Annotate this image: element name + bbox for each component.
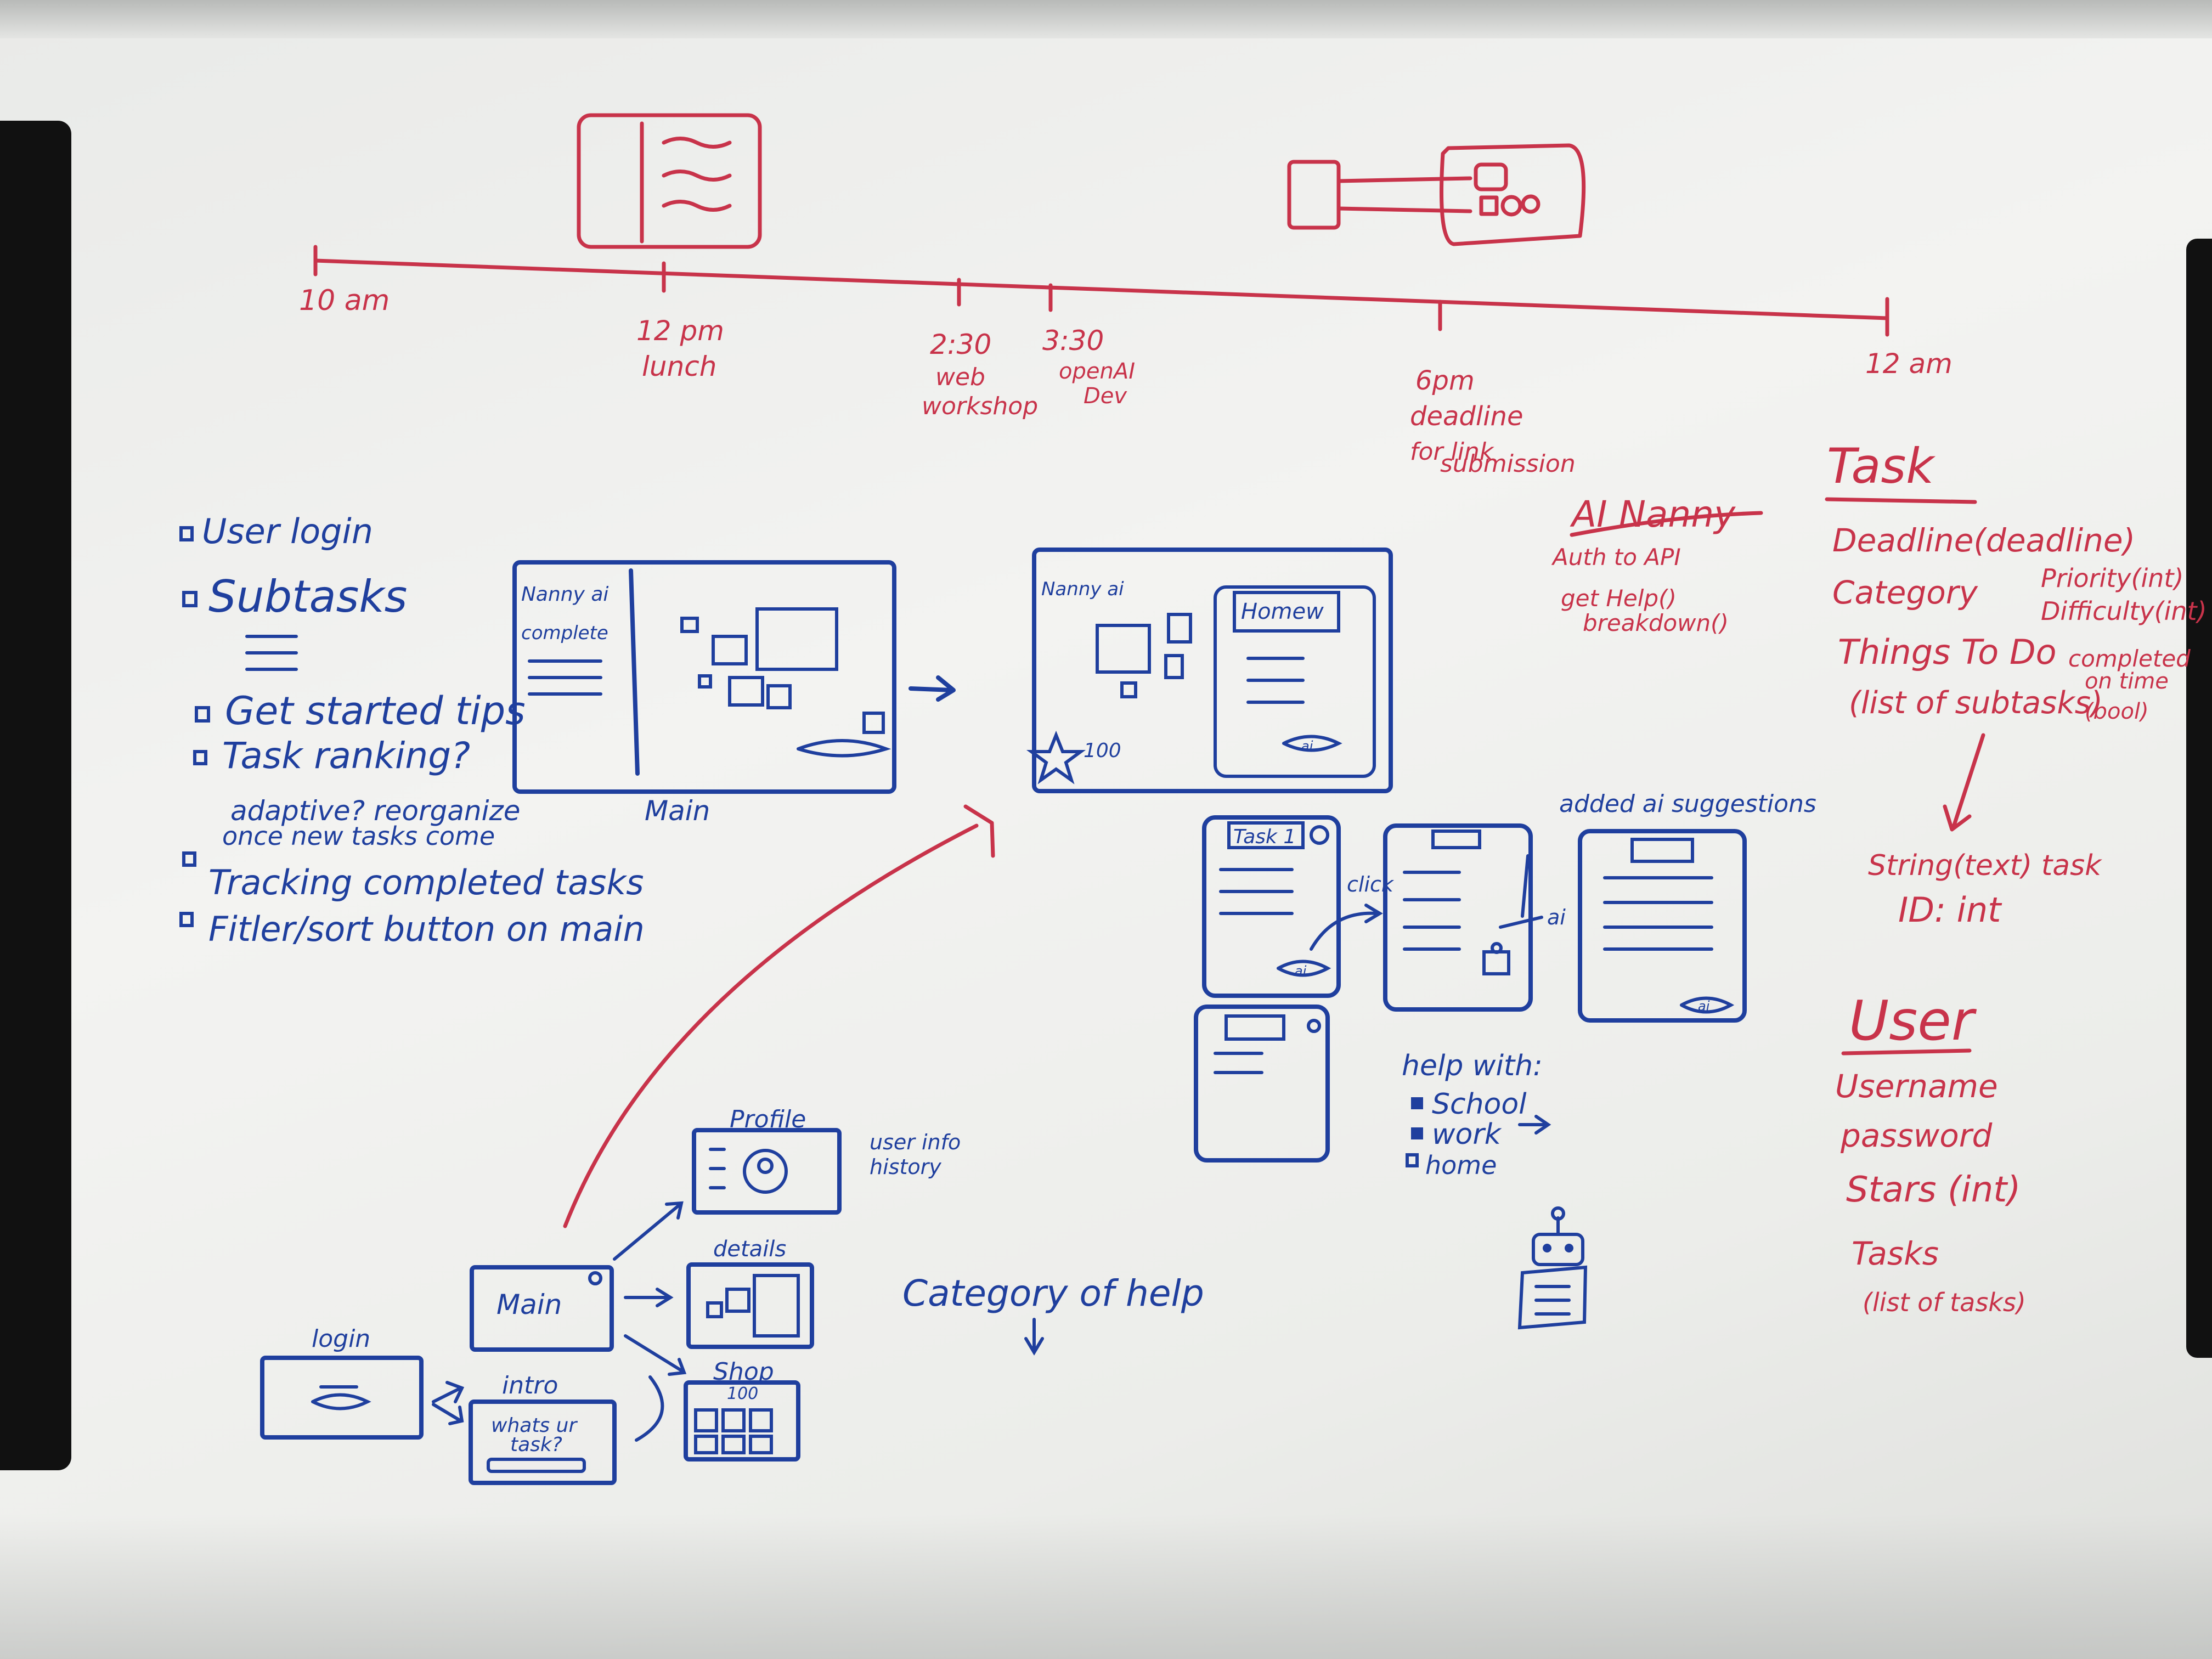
ai-nanny-item-3: breakdown() [1583,610,1729,636]
feature-list: User login Subtasks Get started tips Tas… [179,511,645,949]
flow-intro-label: intro [502,1372,558,1400]
expanded-ai-button: ai [1301,738,1313,754]
user-flow-diagram: login Main intro whats ur task? Profile … [260,1105,961,1485]
task-card-flow: Task 1 ai click ai added ai suggestions … [1194,790,1816,1163]
main-screen-wireframe: Nanny ai complete Main [512,560,896,827]
timeline-lunch-time: 12 pm [636,315,724,347]
expanded-panel-title: Homew [1241,599,1324,624]
task-id-line-2: ID: int [1898,890,2002,930]
help-with-list: help with: School work home [1402,1049,1551,1180]
feature-item-1: User login [202,511,373,551]
timeline-lunch: lunch [642,351,716,382]
task-side-field-3: completed [2068,645,2191,672]
user-field-4: Tasks [1852,1235,1939,1272]
help-with-item-3: home [1425,1150,1497,1180]
timeline-deadline-time: 6pm [1415,365,1475,396]
feature-item-6: Fitler/sort button on main [208,909,645,949]
feature-item-2: Subtasks [208,571,407,622]
timeline-deadline-3: submission [1440,450,1576,478]
flow-intro-prompt-2: task? [510,1434,562,1456]
user-schema-title: User [1849,989,1977,1053]
timeline-web-2: workshop [922,392,1038,420]
ai-nanny-item-1: Auth to API [1551,544,1681,571]
robot-doodle [1517,1206,1588,1330]
timeline-end: 12 am [1865,348,1953,380]
task-side-field-4: on time [2085,669,2169,694]
task-card-ai-button: ai [1295,963,1307,979]
user-field-1: Username [1835,1068,1998,1105]
timeline-start: 10 am [299,284,390,317]
flow-main-label: Main [496,1289,562,1321]
whiteboard-top-rail [0,0,2212,38]
red-connector-head [963,804,995,858]
right-monitor [2186,239,2212,1358]
ai-nanny-notes: AI Nanny Auth to API get Help() breakdow… [1551,493,1763,636]
timeline-openai-time: 3:30 [1042,325,1104,357]
main-screen-caption: Main [645,795,710,827]
task-field-4: (list of subtasks) [1849,685,2103,721]
main-screen-header: Nanny ai [521,583,608,606]
left-monitor [0,121,71,1470]
feature-item-4: Task ranking? [222,735,470,777]
feature-item-4-note-1: adaptive? reorganize [230,795,520,827]
timeline: 10 am 12 pm lunch 2:30 web workshop 3:30… [299,245,1953,478]
flow-intro-prompt-1: whats ur [491,1414,578,1437]
flow-profile-note-2: history [870,1155,941,1179]
feature-item-3: Get started tips [225,689,526,733]
arrow-main-to-detail [909,675,956,702]
user-field-5: (list of tasks) [1863,1288,2026,1317]
ai-nanny-item-2: get Help() [1561,585,1677,612]
help-with-item-2: work [1432,1118,1502,1151]
feature-item-4-note-2: once new tasks come [222,821,495,851]
category-arrow [1024,1318,1044,1356]
task-card-title: Task 1 [1233,826,1296,848]
task-schema-title: Task [1827,438,1936,494]
user-field-2: password [1840,1117,1993,1154]
timeline-web-time: 2:30 [930,329,991,360]
task-field-2: Category [1832,574,1978,611]
task-field-3: Things To Do [1838,632,2057,672]
timeline-openai-1: openAI [1059,359,1135,384]
red-connector-arrow [563,823,979,1228]
board-bottom-shadow [0,1514,2212,1659]
timeline-deadline-2: for link [1410,438,1494,466]
task-schema: Task Deadline(deadline) Category Things … [1825,438,2207,930]
user-schema: User Username password Stars (int) Tasks… [1835,989,2026,1317]
timeline-deadline-1: deadline [1410,401,1523,432]
flow-shop-stars: 100 [727,1384,758,1403]
category-of-help: Category of help [902,1272,1204,1314]
flow-login-label: login [312,1325,370,1353]
expanded-screen-wireframe: Nanny ai Homew ai 100 [1026,548,1393,793]
user-field-3: Stars (int) [1846,1170,2021,1210]
ai-label: ai [1547,905,1566,929]
expanded-stars: 100 [1084,740,1121,762]
flow-profile-note-1: user info [870,1130,961,1154]
timeline-sketch-notes [577,113,1586,249]
timeline-openai-2: Dev [1084,383,1127,409]
flow-details-label: details [713,1237,786,1262]
task-field-1: Deadline(deadline) [1832,522,2135,559]
help-with-item-1: School [1432,1088,1527,1121]
task-side-field-1: Priority(int) [2041,563,2183,593]
expanded-screen-header: Nanny ai [1041,578,1124,600]
task-id-line-1: String(text) task [1868,849,2102,882]
feature-item-5: Tracking completed tasks [208,862,644,902]
task-side-field-2: Difficulty(int) [2041,596,2207,626]
suggestions-ai-button: ai [1698,998,1710,1014]
help-with-title: help with: [1402,1049,1543,1082]
timeline-web-1: web [935,363,985,391]
main-screen-list-header: complete [521,622,608,644]
task-side-field-5: (bool) [2085,699,2149,724]
added-suggestions-label: added ai suggestions [1559,790,1816,818]
